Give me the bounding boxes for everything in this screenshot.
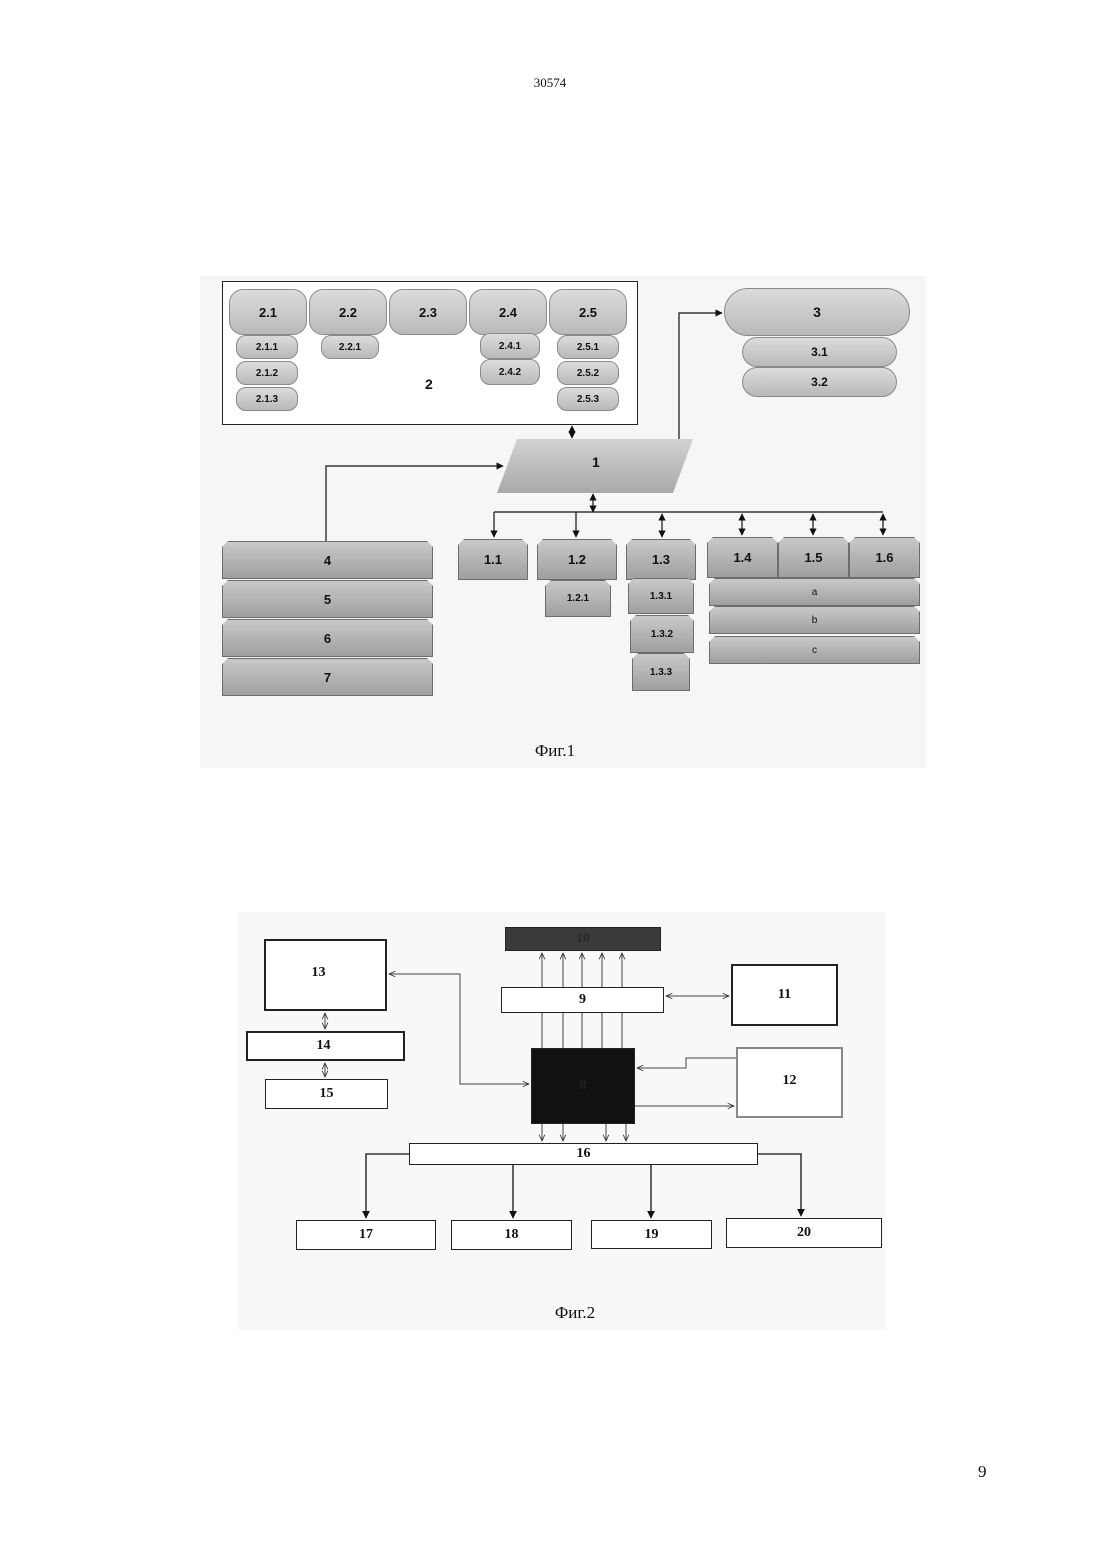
edge-16-17 xyxy=(366,1154,409,1218)
edge-16-20 xyxy=(758,1154,801,1216)
edge-8-13 xyxy=(389,974,529,1084)
edge-12-8 xyxy=(637,1058,736,1068)
